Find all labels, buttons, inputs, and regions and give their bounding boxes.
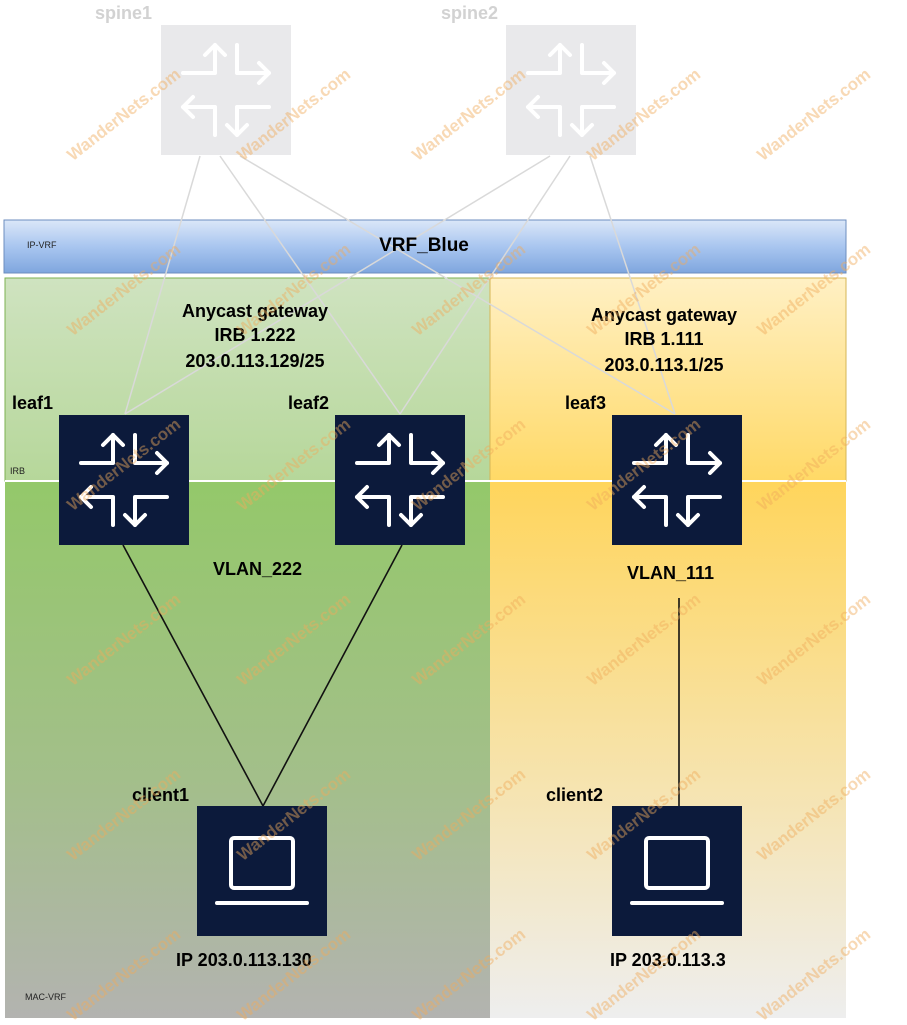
- vlan-222-label: VLAN_222: [213, 559, 303, 579]
- vlan-111-label: VLAN_111: [627, 563, 715, 583]
- leaf2-node[interactable]: [335, 415, 465, 545]
- router-arrows-icon: [335, 415, 465, 545]
- client2-node[interactable]: [612, 806, 742, 936]
- client2-ip: IP 203.0.113.3: [610, 950, 726, 970]
- leaf3-label: leaf3: [565, 393, 607, 413]
- spine1-node[interactable]: [161, 25, 291, 155]
- gateway1-irb: IRB 1.222: [214, 325, 296, 345]
- laptop-icon: [197, 806, 327, 936]
- router-arrows-icon: [612, 415, 742, 545]
- gateway2-subnet: 203.0.113.1/25: [604, 355, 724, 375]
- gateway2-title: Anycast gateway: [590, 305, 738, 325]
- vrf-name: VRF_Blue: [379, 235, 469, 256]
- spine2-node[interactable]: [506, 25, 636, 155]
- irb-tag: IRB: [10, 466, 26, 476]
- router-arrows-icon: [506, 25, 636, 155]
- leaf3-node[interactable]: [612, 415, 742, 545]
- router-arrows-icon: [161, 25, 291, 155]
- leaf1-label: leaf1: [12, 393, 54, 413]
- gateway1-title: Anycast gateway: [181, 301, 329, 321]
- laptop-icon: [612, 806, 742, 936]
- gateway1-subnet: 203.0.113.129/25: [185, 351, 325, 371]
- leaf1-node[interactable]: [59, 415, 189, 545]
- ip-vrf-tag: IP-VRF: [27, 240, 57, 250]
- gateway2-irb: IRB 1.111: [624, 329, 704, 349]
- router-arrows-icon: [59, 415, 189, 545]
- client1-node[interactable]: [197, 806, 327, 936]
- mac-vrf-tag: MAC-VRF: [25, 992, 66, 1002]
- client1-ip: IP 203.0.113.130: [176, 950, 312, 970]
- client2-label: client2: [546, 785, 604, 805]
- leaf2-label: leaf2: [288, 393, 330, 413]
- spine2-label: spine2: [441, 3, 499, 23]
- spine1-label: spine1: [95, 3, 153, 23]
- client1-label: client1: [132, 785, 190, 805]
